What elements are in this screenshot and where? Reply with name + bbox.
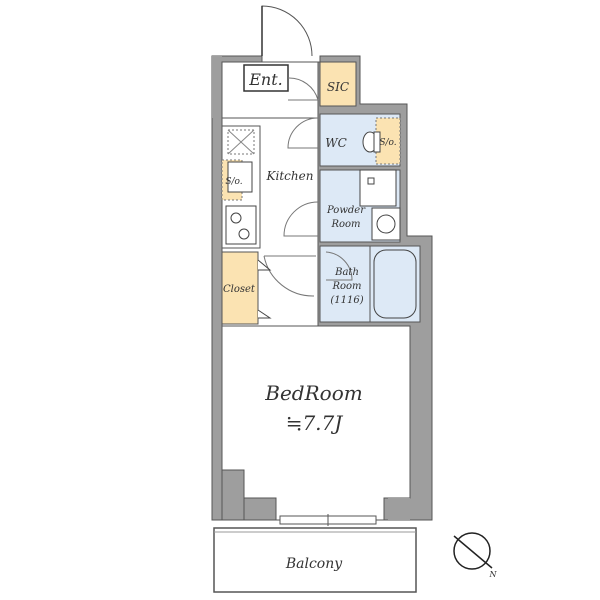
closet-door-top-icon [257, 259, 272, 271]
sic-room [319, 61, 357, 107]
sic-label: SIC [327, 80, 349, 94]
column-bottom-right [388, 498, 410, 520]
compass-needle [453, 535, 493, 569]
burner-a-icon [230, 212, 242, 224]
bath-room-label-1: Bath [334, 267, 359, 278]
bath-room-label-2: Room [331, 281, 361, 292]
wc-door-swing [287, 117, 319, 149]
bath-door-swing [325, 251, 353, 281]
column-bottom-left [221, 469, 245, 521]
compass-north-label: N [489, 570, 498, 579]
bedroom-area-label: ≒7.7J [286, 411, 344, 435]
kitchen-storage-label: S/o. [225, 177, 242, 187]
entrance-inner-swing [287, 77, 319, 101]
closet-label: Closet [223, 284, 256, 295]
wc-storage-label: S/o. [379, 138, 396, 148]
compass [453, 532, 493, 570]
balcony-label: Balcony [285, 556, 343, 572]
kitchen-label: Kitchen [266, 169, 314, 183]
entrance-door-swing [261, 5, 313, 57]
balcony-area [213, 527, 417, 593]
wc-label: WC [325, 136, 347, 150]
burner-b-icon [238, 228, 250, 240]
toilet-tank-icon [373, 131, 381, 153]
column-top-left [212, 56, 222, 118]
closet-door-bottom-icon [257, 309, 272, 319]
bathtub-icon [373, 249, 417, 319]
bath-room-size-label: (1116) [330, 295, 363, 306]
bedroom-label: BedRoom [264, 381, 362, 405]
powder-room-label-2: Room [330, 219, 360, 230]
interior-floor [221, 117, 411, 521]
powder-door-swing [283, 201, 319, 237]
washer-drain-icon [367, 177, 375, 185]
closet-room [221, 251, 259, 325]
kitchen-sink-icon [227, 161, 253, 193]
washer-space [359, 169, 397, 207]
fridge-cross-b [227, 129, 255, 155]
entrance-label: Ent. [248, 70, 283, 89]
powder-room-label-1: Powder [326, 205, 366, 216]
bedroom-door-swing [263, 255, 316, 297]
washbasin-icon [376, 214, 396, 234]
